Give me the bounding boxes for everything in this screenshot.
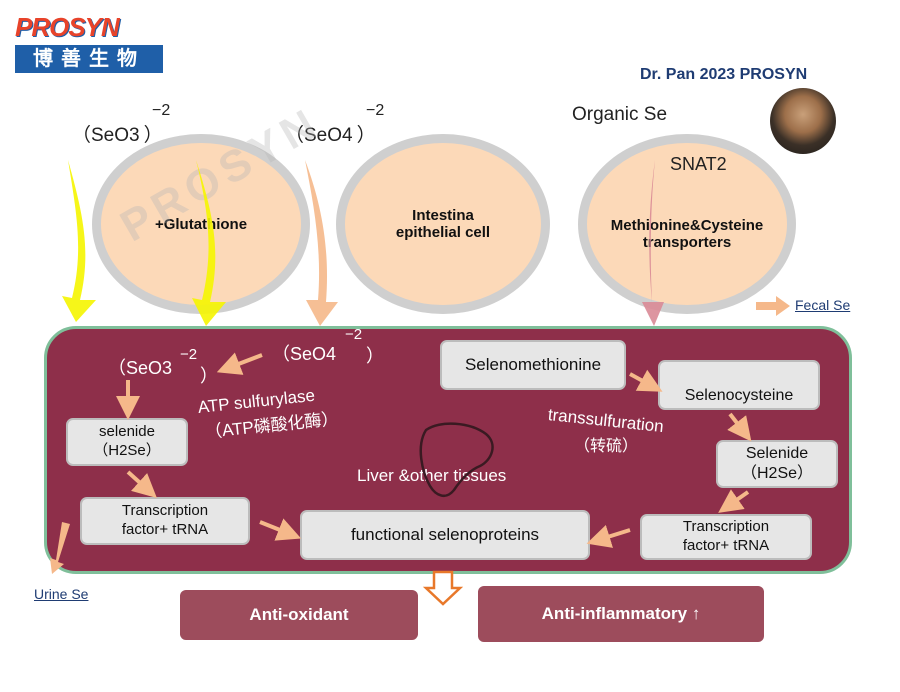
seo4-top-charge: −2 xyxy=(366,102,385,119)
transcription-factor-left-box: Transcription factor+ tRNA xyxy=(80,497,250,545)
snat2-label: SNAT2 xyxy=(670,154,727,174)
selenide-right-box: Selenide （H2Se） xyxy=(716,440,838,488)
author-photo xyxy=(770,88,836,154)
arrow-secys-to-selenide xyxy=(727,412,752,442)
transcription-factor-left-label: Transcription factor+ tRNA xyxy=(121,502,209,538)
liver-seo4-charge: −2 xyxy=(345,326,363,343)
liver-seo3-close: ） xyxy=(200,366,218,386)
liver-icon xyxy=(419,422,494,498)
urine-se-label: Urine Se xyxy=(34,586,89,602)
logo-brand: PROSYN xyxy=(15,12,120,42)
arrow-tf-right-to-functional xyxy=(586,524,631,548)
selenocysteine-box: Selenocysteine xyxy=(658,360,820,410)
intestinal-epithelial-cell: Intestina epithelial cell xyxy=(336,134,550,314)
transsulfuration-cn-label: （转硫） xyxy=(574,438,639,455)
logo-chinese: 博善生物 xyxy=(15,45,163,73)
anti-inflammatory-label: Anti-inflammatory ↑ xyxy=(541,604,701,623)
author-credit: Dr. Pan 2023 PROSYN xyxy=(640,66,808,83)
arrow-selenide-to-tf xyxy=(126,470,157,499)
anti-oxidant-box: Anti-oxidant xyxy=(180,590,418,640)
orange-arrow-seo4 xyxy=(305,160,338,326)
functional-selenoproteins-box: functional selenoproteins xyxy=(300,510,590,560)
liver-seo4-close: ） xyxy=(366,346,384,366)
liver-seo4-label: （SeO4 xyxy=(272,344,337,364)
liver-seo3-charge: −2 xyxy=(180,346,198,363)
functional-selenoproteins-label: functional selenoproteins xyxy=(350,525,540,545)
organic-se-label: Organic Se xyxy=(572,104,668,125)
yellow-arrow-center xyxy=(192,160,226,326)
glutathione-cell: +Glutathione xyxy=(92,134,310,314)
fecal-arrow xyxy=(756,296,790,316)
transcription-factor-right-box: Transcription factor+ tRNA xyxy=(640,514,812,560)
selenide-left-label: selenide （H2Se） xyxy=(93,423,161,459)
transporter-cell: Methionine&Cysteine transporters xyxy=(578,134,796,314)
glutathione-cell-label: +Glutathione xyxy=(154,215,248,233)
arrow-semet-to-secys xyxy=(629,369,663,392)
arrow-selenide-to-tf-right xyxy=(718,489,750,513)
anti-inflammatory-box: Anti-inflammatory ↑ xyxy=(478,586,764,642)
fecal-se-label: Fecal Se xyxy=(795,297,851,313)
prosyn-logo: PROSYN 博善生物 xyxy=(15,12,165,74)
transcription-factor-right-label: Transcription factor+ tRNA xyxy=(682,518,770,554)
selenide-left-box: selenide （H2Se） xyxy=(66,418,188,466)
seo3-top-charge: −2 xyxy=(152,102,171,119)
anti-oxidant-label: Anti-oxidant xyxy=(249,605,349,624)
selenide-right-label: Selenide （H2Se） xyxy=(740,445,814,482)
selenomethionine-label: Selenomethionine xyxy=(464,355,602,375)
seo4-top-label: （SeO4） xyxy=(285,125,376,146)
pink-arrow-organic xyxy=(642,160,664,326)
yellow-arrow-left xyxy=(62,160,96,322)
arrow-tf-to-functional xyxy=(259,518,302,541)
down-output-arrow xyxy=(422,570,464,606)
arrow-seo4-to-seo3 xyxy=(216,352,263,375)
urine-arrow xyxy=(50,522,70,574)
liver-seo3-label: （SeO3 xyxy=(108,358,173,378)
transporter-cell-label: Methionine&Cysteine transporters xyxy=(610,217,764,251)
selenocysteine-label: Selenocysteine xyxy=(684,387,794,404)
selenomethionine-box: Selenomethionine xyxy=(440,340,626,390)
intestinal-cell-label: Intestina epithelial cell xyxy=(395,207,491,241)
liver-label: Liver &other tissues xyxy=(357,466,507,485)
